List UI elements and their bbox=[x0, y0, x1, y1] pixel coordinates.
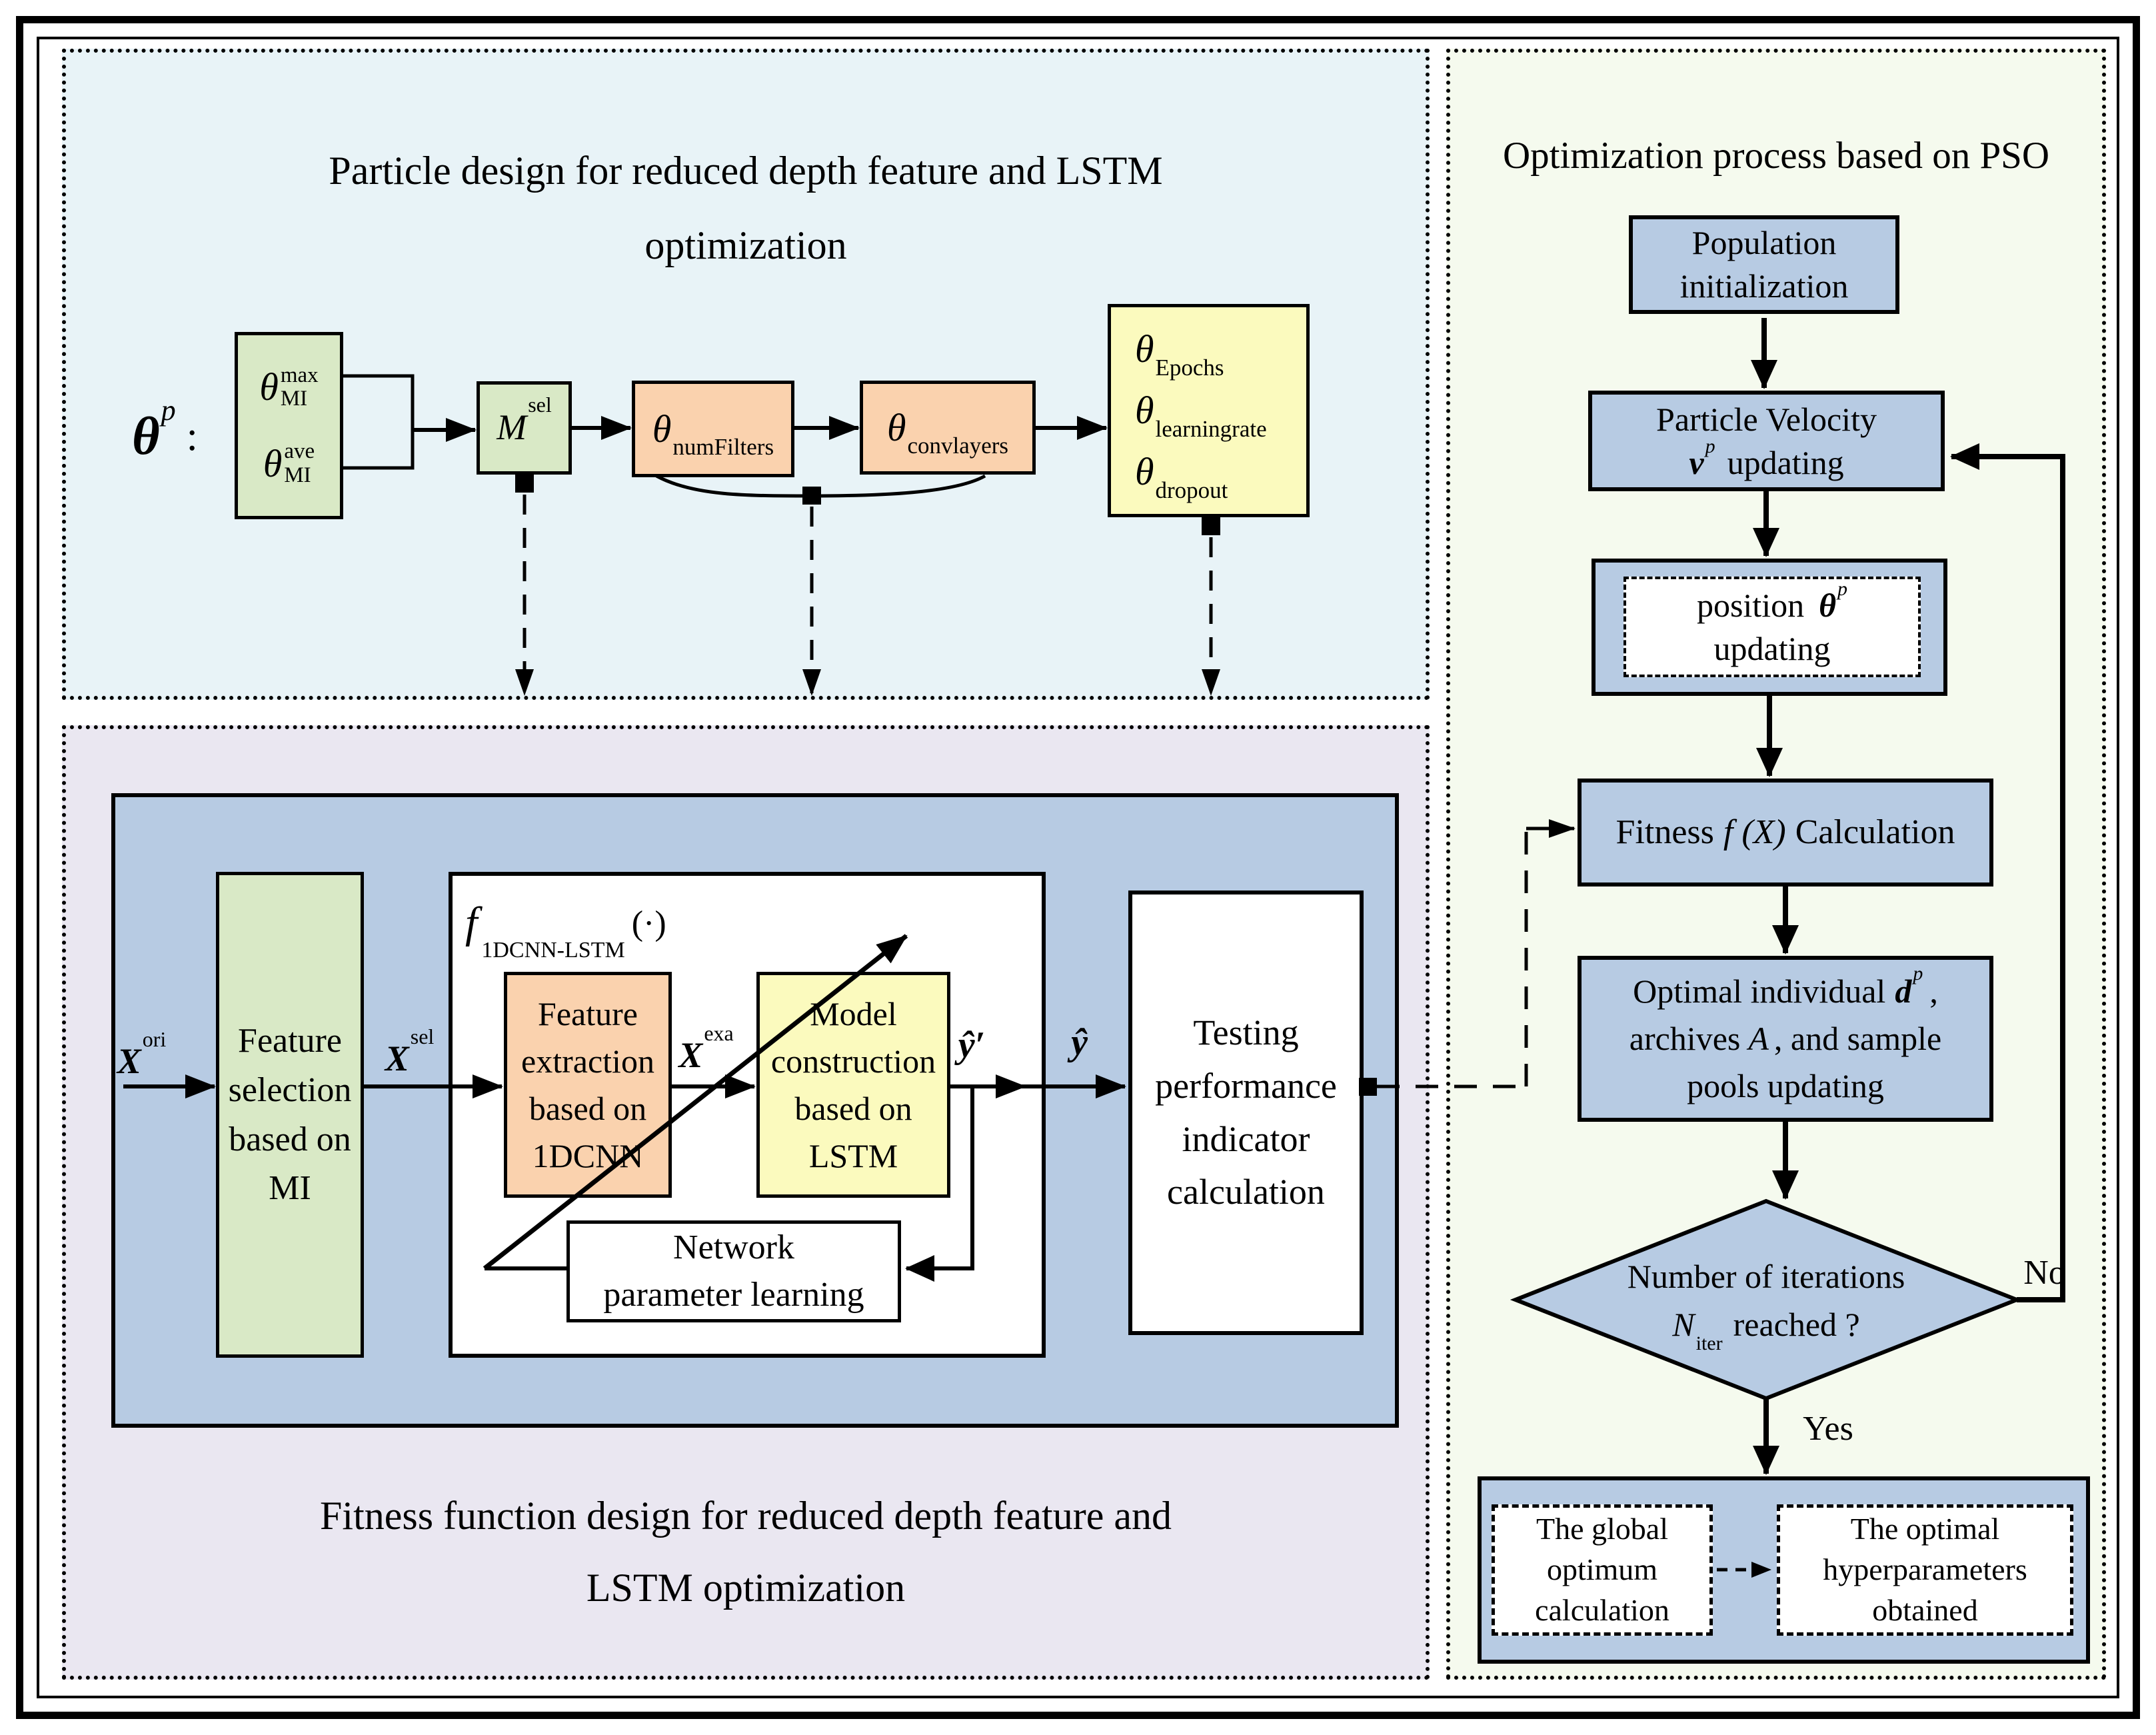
yes-label: Yes bbox=[1803, 1409, 1853, 1448]
network-parameter-learning-box: Network parameter learning bbox=[566, 1220, 901, 1322]
feature-selection-box: Feature selection based on MI bbox=[216, 872, 364, 1358]
y-hat-label: ŷ bbox=[1071, 1022, 1088, 1063]
optimal-hyperparameters-box: The optimal hyperparameters obtained bbox=[1777, 1504, 2073, 1636]
y-hat-prime-label: ŷ′ bbox=[958, 1024, 986, 1066]
population-init-box: Population initialization bbox=[1629, 215, 1899, 314]
feature-extraction-box: Feature extraction based on 1DCNN bbox=[504, 972, 672, 1198]
particle-panel-title-line1: Particle design for reduced depth featur… bbox=[329, 149, 1163, 193]
fitness-panel-title-line2: LSTM optimization bbox=[586, 1566, 906, 1610]
inner-frame bbox=[37, 37, 2119, 1698]
fitness-panel-title-line1: Fitness function design for reduced dept… bbox=[320, 1494, 1172, 1538]
outer-frame bbox=[16, 16, 2140, 1719]
no-label: No bbox=[2023, 1253, 2066, 1292]
testing-performance-box: Testing performance indicator calculatio… bbox=[1128, 890, 1364, 1335]
pso-panel-title: Optimization process based on PSO bbox=[1502, 135, 2050, 177]
global-optimum-box: The global optimum calculation bbox=[1492, 1504, 1713, 1636]
particle-panel-title-line2: optimization bbox=[644, 223, 847, 267]
model-construction-box: Model construction based on LSTM bbox=[756, 972, 950, 1198]
